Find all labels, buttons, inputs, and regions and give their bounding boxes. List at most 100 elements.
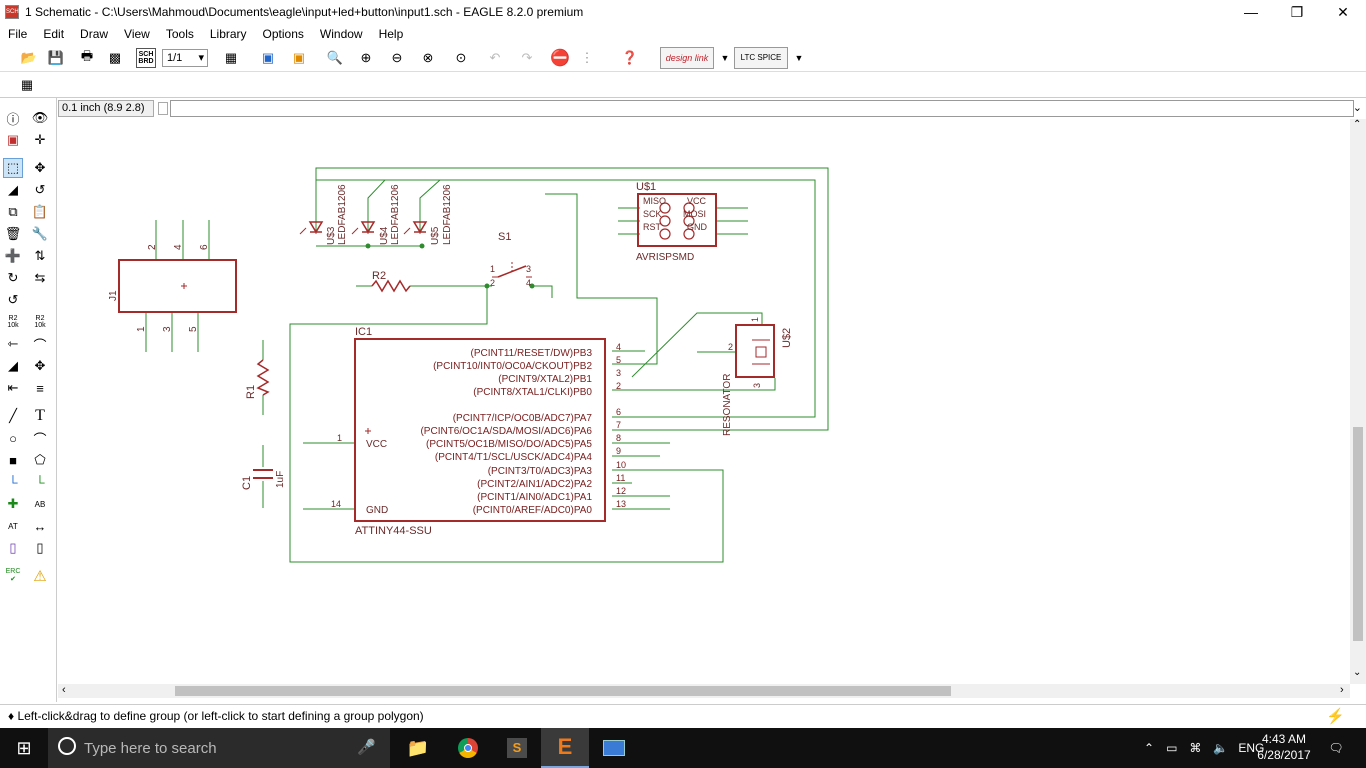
bus-button[interactable]: └ — [3, 472, 23, 492]
layers-button[interactable]: ▣ — [3, 130, 23, 150]
optimize-button[interactable]: ✥ — [30, 356, 50, 376]
vertical-scrollbar[interactable]: ⌃ ⌄ — [1350, 119, 1366, 684]
frame-button[interactable]: ▯ — [3, 538, 23, 558]
rect-button[interactable]: ■ — [3, 450, 23, 470]
zoom-in-button[interactable]: ⊕ — [355, 48, 377, 68]
mirror-button[interactable]: ◢ — [3, 180, 23, 200]
replace-button[interactable]: ⇅ — [30, 246, 50, 266]
menu-window[interactable]: Window — [319, 27, 363, 41]
ltspice-dropdown[interactable]: ▼ — [788, 48, 810, 68]
scroll-right-icon[interactable]: › — [1340, 684, 1344, 696]
design-link-button[interactable]: design link — [660, 47, 714, 69]
copy-button[interactable]: ⧉ — [3, 202, 23, 222]
mark-button[interactable]: ✛ — [30, 130, 50, 150]
language-indicator[interactable]: ENG — [1238, 741, 1265, 755]
junction-button[interactable]: ✚ — [3, 494, 23, 514]
menu-help[interactable]: Help — [378, 27, 404, 41]
gate-swap-button[interactable]: ↻ — [3, 268, 23, 288]
chevron-down-icon[interactable]: ⌄ — [1352, 102, 1362, 114]
design-link-dropdown[interactable]: ▼ — [714, 48, 736, 68]
tray-chevron-icon[interactable]: ⌃ — [1144, 741, 1155, 755]
menu-file[interactable]: File — [8, 27, 28, 41]
command-line-input[interactable] — [170, 100, 1354, 117]
open-button[interactable]: 📂 — [18, 48, 40, 68]
save-button[interactable]: 💾 — [45, 48, 67, 68]
menu-library[interactable]: Library — [209, 27, 247, 41]
taskbar-file-explorer[interactable]: 📁 — [394, 728, 442, 768]
scroll-down-icon[interactable]: ⌄ — [1353, 667, 1362, 678]
clock[interactable]: 4:43 AM 6/28/2017 — [1254, 731, 1314, 763]
taskbar-sublime[interactable]: S — [493, 728, 541, 768]
close-button[interactable]: ✕ — [1320, 0, 1366, 24]
volume-icon[interactable]: 🔈 — [1213, 741, 1229, 755]
label-button[interactable]: AB — [30, 494, 50, 514]
zoom-fit-button[interactable]: 🔍 — [324, 48, 346, 68]
scroll-up-icon[interactable]: ⌃ — [1353, 119, 1362, 130]
split-button[interactable]: ⇽ — [3, 334, 23, 354]
errors-button[interactable]: ⚠ — [30, 566, 50, 586]
arc-button[interactable]: ⌒ — [30, 428, 50, 448]
rotate-button[interactable]: ↺ — [30, 180, 50, 200]
net-button[interactable]: └ — [30, 472, 50, 492]
sch-brd-switch-button[interactable]: SCH BRD — [136, 48, 156, 68]
undo-button[interactable]: ↶ — [484, 48, 506, 68]
minimize-button[interactable]: — — [1228, 0, 1274, 24]
menu-edit[interactable]: Edit — [43, 27, 65, 41]
grid-button[interactable]: ▦ — [16, 75, 38, 95]
start-button[interactable]: ⊞ — [0, 728, 48, 768]
move-button[interactable]: ✥ — [30, 158, 50, 178]
redraw-button[interactable]: ⊗ — [417, 48, 439, 68]
smash-button[interactable]: ◢ — [3, 356, 23, 376]
ulp-button[interactable]: ▣ — [288, 48, 310, 68]
ltspice-button[interactable]: LTC SPICE — [734, 47, 788, 69]
stop-button[interactable]: ⛔ — [549, 48, 571, 68]
menu-tools[interactable]: Tools — [165, 27, 194, 41]
line-button[interactable]: ╱ — [3, 406, 23, 426]
show-button[interactable]: 👁 — [30, 108, 50, 128]
miter-button[interactable]: ⌒ — [30, 334, 50, 354]
delete-button[interactable]: 🗑 — [3, 224, 23, 244]
info-button[interactable]: ⓘ — [3, 108, 23, 128]
erc-button[interactable]: ERC✔ — [3, 566, 23, 586]
taskbar-search-box[interactable]: Type here to search 🎤 — [48, 728, 390, 768]
scroll-left-icon[interactable]: ‹ — [62, 684, 66, 696]
text-button[interactable]: T — [30, 406, 50, 426]
sheet-select[interactable]: 1/1▾ — [162, 49, 208, 67]
invoke-button[interactable]: ↺ — [3, 290, 23, 310]
circle-button[interactable]: ○ — [3, 428, 23, 448]
sheets-button[interactable]: ▦ — [220, 48, 242, 68]
script-button[interactable]: ▣ — [257, 48, 279, 68]
paste-button[interactable]: 📋 — [30, 202, 50, 222]
change-button[interactable]: 🔧 — [30, 224, 50, 244]
redo-button[interactable]: ↷ — [516, 48, 538, 68]
group-button[interactable]: ⬚ — [3, 158, 23, 178]
vertical-scroll-thumb[interactable] — [1353, 427, 1363, 641]
zoom-select-button[interactable]: ⊙ — [450, 48, 472, 68]
attribute-button[interactable]: AT — [3, 516, 23, 536]
add-button[interactable]: ➕ — [3, 246, 23, 266]
lightning-icon[interactable]: ⚡ — [1326, 708, 1345, 725]
dimension-button[interactable]: ↔ — [30, 516, 50, 536]
slice-button[interactable]: ⇤ — [3, 378, 23, 398]
wifi-icon[interactable]: ⌘ — [1189, 741, 1202, 755]
menu-view[interactable]: View — [124, 27, 150, 41]
align-button[interactable]: ≡ — [30, 378, 50, 398]
polygon-button[interactable]: ⬠ — [30, 450, 50, 470]
taskbar-eagle[interactable]: E — [541, 728, 589, 768]
horizontal-scrollbar[interactable]: ‹ › — [58, 684, 1350, 698]
go-button[interactable]: ⋮ — [576, 48, 598, 68]
schematic-canvas[interactable]: J1 2 4 6 1 3 5 U$3 LEDFAB1206 U$4 LEDFAB… — [58, 119, 1350, 684]
module-button[interactable]: ▯ — [30, 538, 50, 558]
taskbar-chrome[interactable] — [444, 728, 492, 768]
battery-icon[interactable]: ▭ — [1166, 741, 1178, 755]
cam-button[interactable]: ▩ — [104, 48, 126, 68]
menu-draw[interactable]: Draw — [80, 27, 109, 41]
print-button[interactable]: 🖶 — [76, 48, 98, 68]
horizontal-scroll-thumb[interactable] — [175, 686, 951, 696]
command-history-toggle[interactable] — [158, 102, 168, 115]
menu-options[interactable]: Options — [262, 27, 304, 41]
zoom-out-button[interactable]: ⊖ — [386, 48, 408, 68]
taskbar-photos[interactable] — [590, 728, 638, 768]
